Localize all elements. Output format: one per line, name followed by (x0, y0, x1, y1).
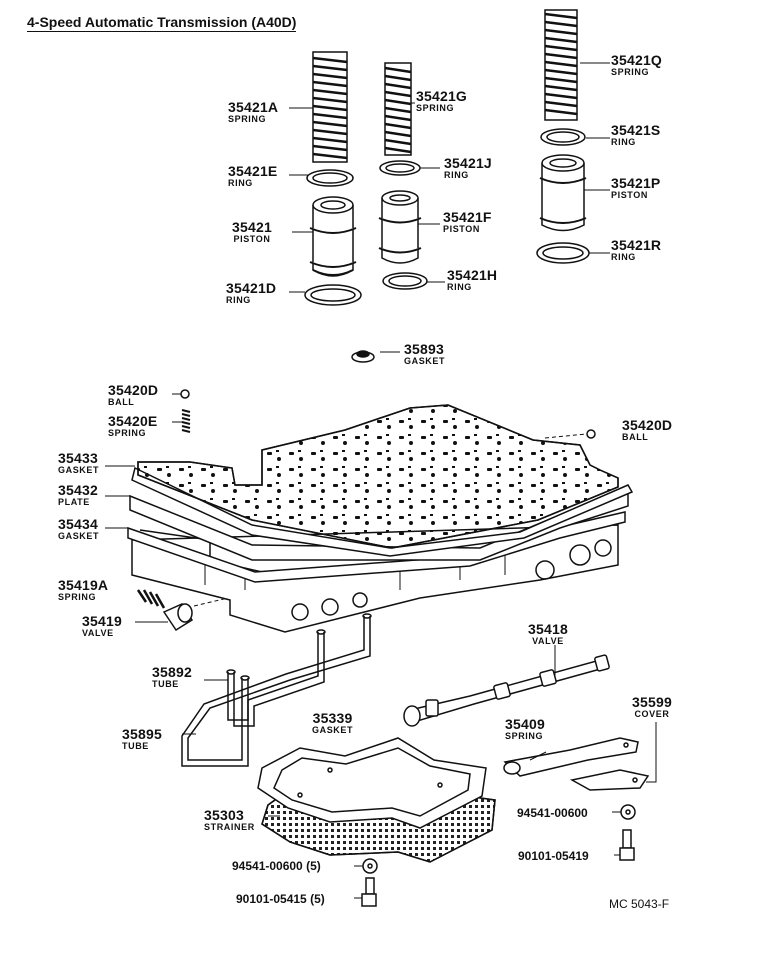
label-washer-bottom: 94541-00600 (5) (232, 859, 321, 873)
cover-35599 (569, 769, 650, 791)
diagram-title: 4-Speed Automatic Transmission (A40D) (27, 14, 297, 32)
spring-35421G (384, 62, 412, 156)
valve-body (127, 404, 634, 633)
tube-35895 (181, 613, 372, 767)
gasket-35433 (131, 466, 634, 557)
spring-35419A (136, 589, 166, 609)
piston-35421P (539, 154, 587, 232)
gasket-35893 (351, 350, 375, 363)
footer-code: MC 5043-F (609, 897, 670, 911)
ring-35421D (304, 284, 362, 306)
label-washer-right: 94541-00600 (517, 806, 588, 820)
spring-plate-35409 (503, 737, 639, 777)
piston-35421F (378, 190, 422, 264)
spring-35421Q (544, 9, 578, 121)
ball-35420D-right (586, 429, 596, 439)
ring-35421R (536, 242, 590, 264)
ring-35421S (540, 128, 586, 146)
washer-94541-bottom (362, 858, 378, 874)
washer-94541-right (620, 804, 636, 820)
spring-35420E (181, 409, 191, 433)
bolt-90101-right (619, 829, 635, 861)
label-bolt-bottom: 90101-05415 (5) (236, 892, 325, 906)
ball-35420D-left (180, 389, 190, 399)
piston-35421 (309, 196, 357, 277)
valve-35419 (162, 603, 194, 632)
ring-35421H (382, 272, 428, 290)
label-bolt-right: 90101-05419 (518, 849, 589, 863)
bolt-90101-bottom (361, 877, 377, 907)
gasket-35434 (127, 511, 626, 583)
gasket-35339 (257, 737, 487, 829)
spring-35421A (312, 51, 348, 163)
ring-35421E (306, 169, 354, 187)
